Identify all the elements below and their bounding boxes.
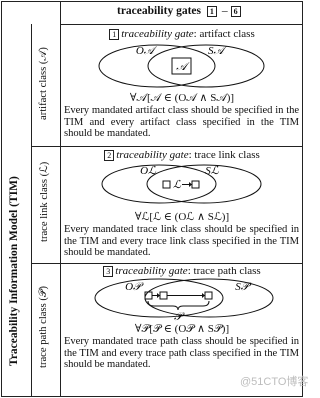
gate-title-rest-3: : trace path class [187, 265, 261, 277]
trace-path-node-3 [204, 291, 213, 300]
frame-right [302, 1, 303, 397]
trace-link-source-box [162, 180, 171, 189]
watermark: @51CTO博客 [240, 376, 309, 388]
gate-number-2: 2 [104, 150, 115, 161]
trace-path-arrowhead-2 [202, 293, 205, 298]
gate-title-em-2: traceability gate [116, 149, 189, 161]
header-range-end: 6 [230, 6, 241, 17]
set-label-specified-trace-path: S𝒫 [235, 281, 252, 293]
trace-link-arrowhead [189, 182, 192, 187]
row-label-trace-link: trace link class (ℒ) [39, 161, 50, 242]
trace-path-node-1 [144, 291, 153, 300]
frame-top [1, 1, 303, 2]
trace-path-brace [147, 300, 210, 311]
row-label-trace-path: trace path class (𝒫) [38, 285, 49, 368]
venn-set-specified-trace-path [144, 278, 274, 318]
formula-trace-link: ∀ℒ[ℒ ∈ (Oℒ ∧ Sℒ)] [134, 211, 230, 223]
traceability-gates-figure: traceability gates 1–6 Traceability Info… [1, 1, 309, 397]
divider-row-2 [31, 263, 303, 264]
venn-set-mandated-trace-link [101, 164, 217, 204]
formula-trace-path: ∀𝒫[𝒫 ∈ (O𝒫 ∧ S𝒫)] [134, 323, 230, 335]
divider-group-column [31, 24, 32, 397]
row-label-artifact: artifact class (𝒜) [38, 47, 49, 120]
header-range-start: 1 [206, 6, 217, 17]
description-artifact: Every mandated artifact class should be … [64, 105, 299, 140]
venn-set-mandated-artifact [98, 44, 216, 88]
gate-number-3: 3 [103, 266, 114, 277]
frame-bottom [1, 396, 303, 397]
element-trace-path: 𝒫 [174, 311, 185, 323]
gate-number-1: 1 [109, 29, 120, 40]
divider-label-column [60, 1, 61, 397]
set-label-specified-artifact: S𝒜 [208, 45, 228, 57]
divider-header [60, 24, 303, 25]
venn-set-specified-artifact [147, 44, 265, 88]
trace-path-arrowhead-1 [157, 293, 160, 298]
set-label-mandated-artifact: O𝒜 [136, 45, 158, 57]
element-artifact: 𝒜 [176, 61, 190, 73]
description-trace-path: Every mandated trace path class should b… [64, 336, 299, 371]
header-title: traceability gates [117, 5, 201, 17]
description-trace-link: Every mandated trace link class should b… [64, 224, 299, 259]
venn-set-mandated-trace-path [94, 278, 224, 318]
venn-diagram-trace-link: Oℒ Sℒ ℒ [101, 164, 262, 204]
venn-set-specified-trace-link [146, 164, 262, 204]
venn-diagram-artifact: O𝒜 S𝒜 𝒜 [98, 44, 265, 88]
gate-title-rest-2: : trace link class [188, 149, 260, 161]
trace-link-target-box [191, 180, 200, 189]
divider-row-1 [31, 146, 303, 147]
gate-title-em-3: traceability gate [115, 265, 188, 277]
frame-left [1, 1, 2, 397]
table-header: traceability gates 1–6 [117, 5, 243, 17]
set-label-mandated-trace-link: Oℒ [140, 165, 157, 177]
gate-title-rest-1: : artifact class [193, 28, 255, 40]
element-trace-link: ℒ [173, 179, 182, 191]
row-group-label: Traceability Information Model (TIM) [8, 176, 20, 366]
header-range-dash: – [221, 5, 228, 17]
formula-artifact: ∀𝒜[𝒜 ∈ (O𝒜 ∧ S𝒜)] [129, 92, 235, 104]
artifact-class-box [171, 57, 192, 75]
trace-path-node-2 [159, 291, 168, 300]
venn-diagram-trace-path: O𝒫 S𝒫 𝒫 [94, 278, 274, 323]
gate-title-em-1: traceability gate [121, 28, 194, 40]
set-label-specified-trace-link: Sℒ [205, 165, 220, 177]
set-label-mandated-trace-path: O𝒫 [125, 281, 144, 293]
